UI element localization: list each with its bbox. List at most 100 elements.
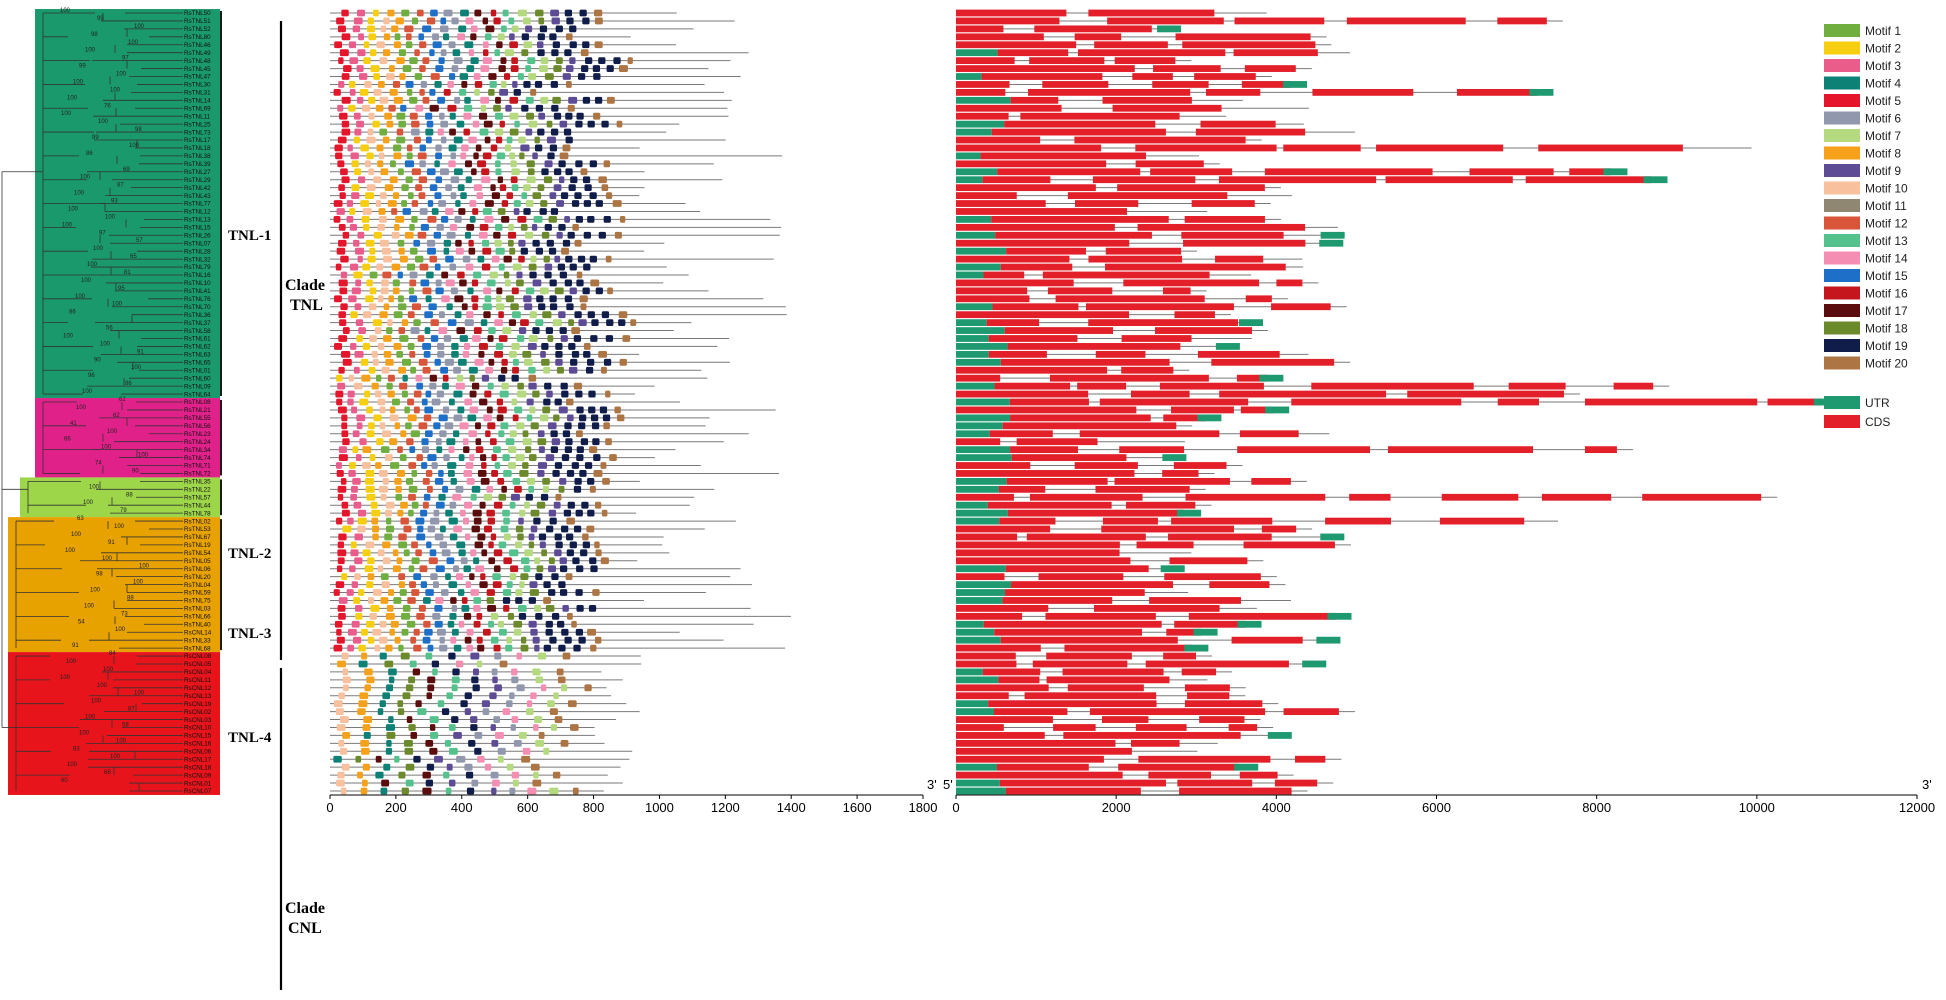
motif-box <box>511 374 519 382</box>
motif-box <box>439 168 449 176</box>
motif-box <box>471 525 480 533</box>
motif-box <box>575 430 583 438</box>
motif-box <box>398 573 406 581</box>
utr-box <box>1529 88 1554 96</box>
motif-box <box>413 136 421 144</box>
motif-box <box>505 104 512 112</box>
motif-box <box>463 343 471 350</box>
motif-box <box>432 33 439 41</box>
motif-box <box>364 390 371 398</box>
motif-box <box>555 358 563 366</box>
motif-box <box>593 470 603 477</box>
gene-name: RsTNL29 <box>184 177 211 184</box>
motif-box <box>564 636 572 644</box>
motif-box <box>371 509 381 517</box>
motif-box <box>385 501 395 509</box>
gene-name: RsTNL37 <box>184 320 211 327</box>
motif-box <box>510 176 518 184</box>
motif-box <box>408 287 415 295</box>
motif-box <box>446 438 456 446</box>
motif-box <box>434 81 442 88</box>
motif-box <box>485 430 491 438</box>
motif-box <box>430 319 439 327</box>
motif-box <box>366 676 375 684</box>
motif-box <box>419 565 428 573</box>
motif-box <box>385 644 393 652</box>
motif-box <box>386 739 392 747</box>
motif-box <box>558 485 565 493</box>
motif-box <box>517 216 527 223</box>
motif-box <box>430 732 439 739</box>
motif-box <box>405 779 414 787</box>
legend-swatch <box>1824 321 1860 335</box>
motif-box <box>507 612 515 620</box>
cds-box <box>1088 319 1239 327</box>
motif-box <box>555 350 563 358</box>
motif-box <box>554 716 563 723</box>
utr-box <box>956 382 995 390</box>
legend-label: Motif 7 <box>1865 129 1901 143</box>
motif-box <box>522 17 531 25</box>
motif-box <box>338 239 347 247</box>
legend-label: Motif 8 <box>1865 147 1901 161</box>
motif-box <box>334 144 343 152</box>
motif-box <box>349 462 356 469</box>
motif-box <box>436 223 444 231</box>
motif-box <box>422 96 430 104</box>
utr-box <box>1320 231 1345 239</box>
motif-box <box>605 192 613 199</box>
cds-box <box>956 184 1096 192</box>
gene-axis-label: 0 <box>952 800 959 815</box>
motif-box <box>388 104 396 112</box>
motif-box <box>594 636 602 644</box>
motif-box <box>335 708 344 716</box>
motif-box <box>475 438 482 446</box>
cds-box <box>1099 398 1249 406</box>
motif-box <box>550 430 558 438</box>
cds-box <box>1010 96 1059 104</box>
motif-box <box>506 136 513 144</box>
motif-box <box>489 692 497 700</box>
motif-box <box>589 160 597 168</box>
motif-box <box>473 605 481 612</box>
motif-box <box>473 327 482 334</box>
motif-box <box>548 216 557 223</box>
cds-box <box>1215 255 1264 263</box>
motif-box <box>354 128 362 136</box>
cds-box <box>1137 223 1306 231</box>
motif-box <box>554 398 562 406</box>
cds-box <box>1182 41 1316 49</box>
cds-box <box>1092 176 1196 184</box>
motif-box <box>470 589 479 596</box>
motif-box <box>420 223 429 231</box>
motif-box <box>418 605 426 612</box>
cds-box <box>1009 398 1089 406</box>
motif-box <box>619 216 626 223</box>
cds-box <box>1145 660 1289 668</box>
motif-box <box>349 208 356 215</box>
motif-box <box>594 41 603 49</box>
cds-box <box>1088 9 1215 17</box>
motif-box <box>341 652 349 660</box>
motif-box <box>340 255 349 263</box>
motif-box <box>453 732 462 739</box>
motif-box <box>399 255 408 263</box>
motif-box <box>603 216 611 223</box>
motif-box <box>438 493 446 501</box>
motif-box <box>390 462 400 469</box>
motif-box <box>471 485 481 493</box>
motif-box <box>398 644 404 652</box>
motif-box <box>333 700 343 708</box>
motif-box <box>488 88 495 96</box>
utr-box <box>956 446 1011 454</box>
motif-box <box>498 311 504 319</box>
motif-box <box>522 747 531 755</box>
cds-box <box>998 676 1040 684</box>
motif-box <box>403 739 413 747</box>
motif-box <box>368 422 375 430</box>
motif-box <box>528 374 537 382</box>
motif-box <box>473 152 479 160</box>
motif-box <box>470 493 477 501</box>
motif-box <box>515 589 523 596</box>
cds-box <box>1239 430 1299 438</box>
